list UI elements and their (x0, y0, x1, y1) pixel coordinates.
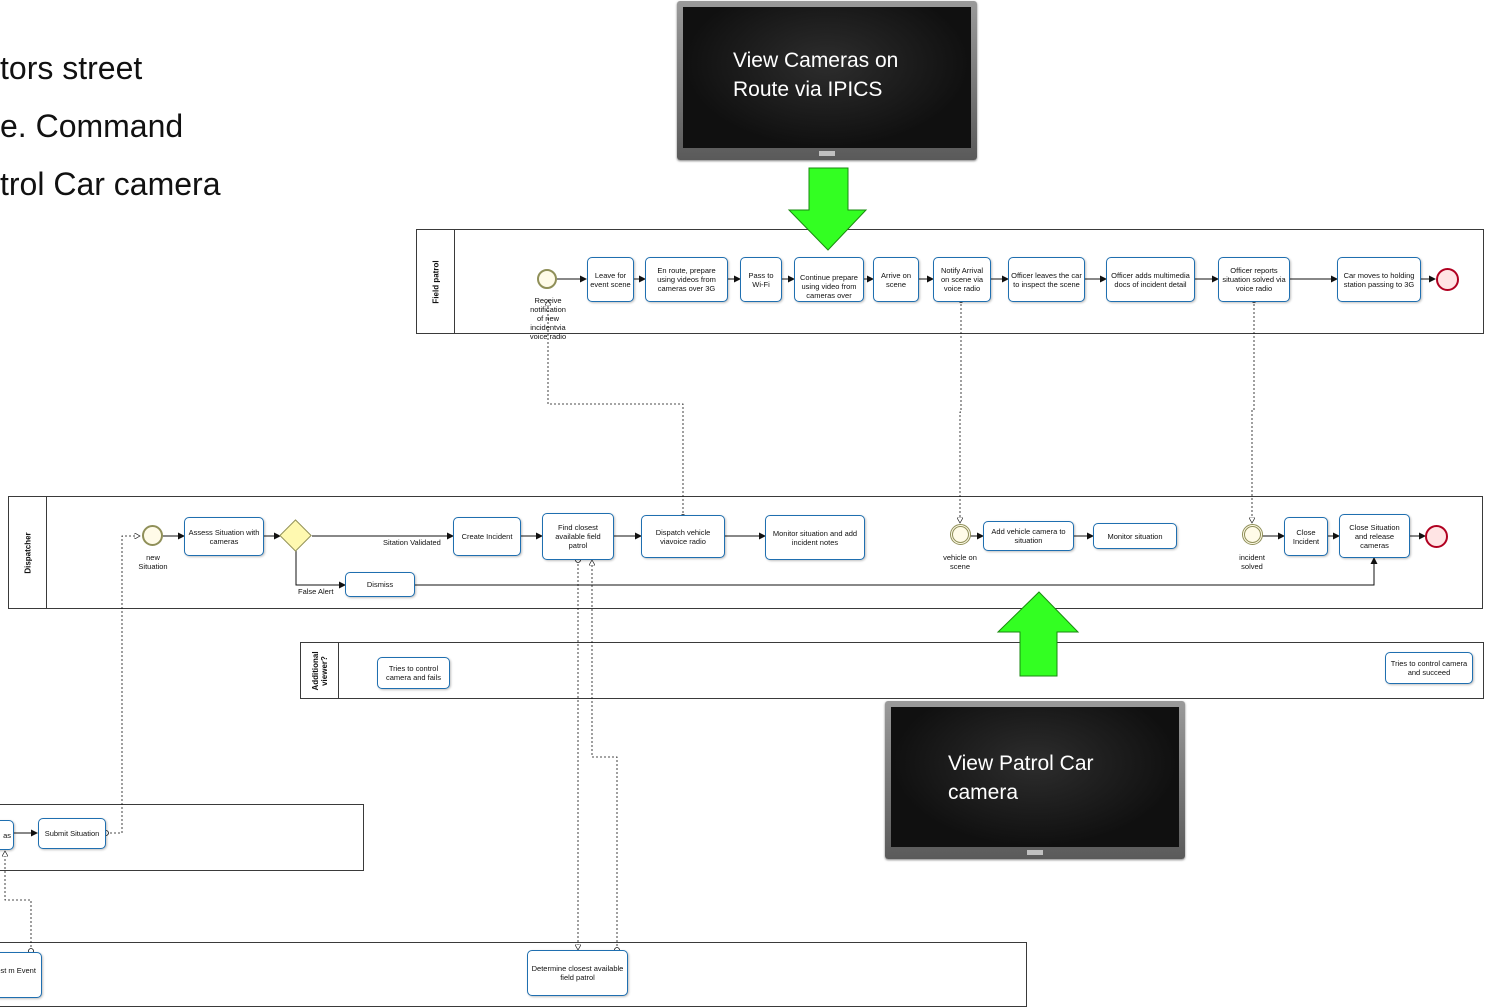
intermediate-event-vehicle-on-scene (950, 524, 971, 545)
intermediate-event-incident-solved (1242, 524, 1263, 545)
slide-line-1: tors street (0, 50, 143, 86)
green-up-arrow (996, 591, 1080, 677)
task-tries-control-fails[interactable]: Tries to control camera and fails (377, 657, 450, 689)
flow-label-false-alert: False Alert (298, 587, 334, 596)
lane-dispatcher: Dispatcher (8, 496, 1483, 609)
task-submit-situation[interactable]: Submit Situation (38, 818, 106, 849)
task-reporter-cut[interactable]: as (0, 820, 14, 850)
task-officer-adds-multimedia[interactable]: Officer adds multimedia docs of incident… (1106, 257, 1195, 302)
task-assess-situation[interactable]: Assess Situation with cameras (184, 517, 264, 556)
task-continue-prepare[interactable]: Continue prepare using video from camera… (794, 257, 864, 302)
task-determine-closest-patrol[interactable]: Determine closest available field patrol (527, 950, 628, 996)
task-tries-control-succeed[interactable]: Tries to control camera and succeed (1385, 652, 1473, 684)
start-event-notification-label: Receive notification of new incidentvia … (529, 296, 567, 341)
monitor-logo-icon (819, 151, 835, 156)
lane-locator (0, 942, 1027, 1007)
task-create-incident[interactable]: Create Incident (453, 517, 521, 556)
task-car-moves-to-holding[interactable]: Car moves to holding station passing to … (1337, 257, 1421, 302)
task-notify-arrival[interactable]: Notify Arrival on scene via voice radio (933, 257, 991, 302)
task-monitor-situation[interactable]: Monitor situation (1093, 523, 1177, 549)
task-close-incident[interactable]: Close Incident (1284, 517, 1328, 556)
task-find-closest-patrol[interactable]: Find closest available field patrol (542, 513, 614, 560)
green-down-arrow (787, 167, 868, 251)
task-dismiss[interactable]: Dismiss (345, 572, 415, 597)
end-event-field-patrol (1436, 268, 1459, 291)
task-officer-leaves-car[interactable]: Officer leaves the car to inspect the sc… (1008, 257, 1085, 302)
start-event-notification (537, 269, 557, 289)
task-dispatch-vehicle[interactable]: Dispatch vehicle viavoice radio (641, 515, 725, 558)
flow-label-validated: Sitation Validated (383, 538, 441, 547)
task-close-situation[interactable]: Close Situation and release cameras (1339, 514, 1410, 558)
monitor-logo-icon (1027, 850, 1043, 855)
end-event-dispatcher (1425, 525, 1448, 548)
task-add-vehicle-camera[interactable]: Add vehicle camera to situation (983, 521, 1074, 551)
task-monitor-situation-notes[interactable]: Monitor situation and add incident notes (765, 515, 865, 560)
task-arrive-on-scene[interactable]: Arrive on scene (873, 257, 919, 302)
slide-line-2: e. Command (0, 108, 184, 144)
slide-line-3: trol Car camera (0, 166, 221, 202)
start-event-new-situation (142, 525, 163, 546)
task-pass-to-wifi[interactable]: Pass to Wi-Fi (740, 257, 782, 302)
task-en-route-prepare[interactable]: En route, prepare using videos from came… (645, 257, 728, 302)
task-officer-reports-solved[interactable]: Officer reports situation solved via voi… (1218, 257, 1290, 302)
task-closest-from-event[interactable]: closest m Event on (0, 952, 42, 998)
task-leave-for-event-scene[interactable]: Leave for event scene (587, 257, 634, 302)
